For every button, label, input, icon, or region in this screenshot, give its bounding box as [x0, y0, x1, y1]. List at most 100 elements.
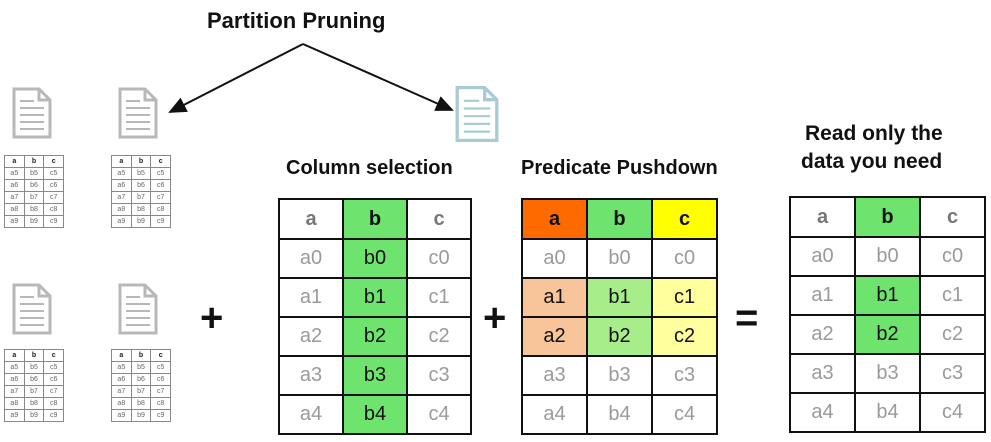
table-cell: c8: [43, 397, 64, 410]
table-cell: a3: [789, 353, 856, 394]
table-cell: b9: [23, 409, 45, 422]
table-cell: b8: [130, 203, 152, 216]
table-cell: c5: [43, 361, 64, 374]
table-cell: b0: [342, 238, 408, 279]
table-cell: a6: [4, 373, 25, 386]
table-cell: a6: [4, 179, 25, 192]
table-cell: a: [4, 349, 25, 362]
table-cell: a8: [4, 397, 25, 410]
table-cell: b1: [854, 275, 921, 316]
table-cell: c7: [43, 385, 64, 398]
table-cell: a7: [4, 191, 25, 204]
table-cell: b3: [586, 355, 653, 396]
table-cell: a5: [111, 167, 132, 180]
equals-operator: =: [735, 296, 759, 340]
table-cell: c4: [651, 394, 718, 435]
table-cell: b: [342, 198, 408, 240]
table-cell: c1: [651, 277, 718, 318]
table-cell: c5: [150, 361, 171, 374]
table-cell: c: [43, 349, 64, 362]
table-cell: c5: [43, 167, 64, 180]
table-cell: a9: [4, 409, 25, 422]
table-cell: c3: [651, 355, 718, 396]
table-cell: c5: [150, 167, 171, 180]
table-cell: a9: [111, 215, 132, 228]
table-cell: b4: [586, 394, 653, 435]
table-cell: b6: [23, 373, 45, 386]
table-cell: c0: [406, 238, 472, 279]
table-cell: c2: [406, 316, 472, 357]
table-cell: a0: [789, 236, 856, 277]
table-cell: c6: [150, 179, 171, 192]
table-cell: b6: [130, 179, 152, 192]
read-only-title-line2: data you need: [801, 150, 943, 173]
table-cell: a: [278, 198, 344, 240]
table-cell: b: [586, 198, 653, 240]
table-cell: b2: [586, 316, 653, 357]
table-cell: a1: [521, 277, 588, 318]
table-cell: b5: [23, 167, 45, 180]
table-row: a b c: [789, 196, 986, 238]
table-cell: b6: [23, 179, 45, 192]
table-cell: b2: [854, 314, 921, 355]
table-cell: a8: [111, 397, 132, 410]
table-cell: b: [854, 196, 921, 238]
table-cell: b7: [23, 385, 45, 398]
table-cell: b1: [586, 277, 653, 318]
table-cell: a6: [111, 373, 132, 386]
table-cell: c2: [919, 314, 986, 355]
table-cell: b9: [130, 215, 152, 228]
file-icon: [12, 87, 52, 144]
file-icon: [118, 283, 158, 340]
table-cell: b1: [342, 277, 408, 318]
table-cell: b4: [342, 394, 408, 435]
plus-operator: +: [483, 296, 507, 340]
file-icon: [118, 87, 158, 144]
read-only-title-line1: Read only the: [805, 122, 943, 145]
table-row: a b c: [521, 198, 718, 240]
arrow-to-pruned-file: [168, 43, 304, 113]
selected-file-icon: [455, 85, 499, 148]
table-cell: c0: [651, 238, 718, 279]
table-cell: a0: [521, 238, 588, 279]
table-cell: a8: [4, 203, 25, 216]
table-cell: c: [651, 198, 718, 240]
table-cell: a9: [111, 409, 132, 422]
table-cell: a: [789, 196, 856, 238]
table-cell: a2: [278, 316, 344, 357]
column-selection-title: Column selection: [286, 157, 453, 179]
table-cell: b2: [342, 316, 408, 357]
table-cell: a5: [111, 361, 132, 374]
table-cell: c6: [43, 179, 64, 192]
table-cell: b: [130, 349, 152, 362]
table-cell: b3: [854, 353, 921, 394]
table-cell: c3: [406, 355, 472, 396]
table-cell: a2: [521, 316, 588, 357]
table-cell: a1: [789, 275, 856, 316]
table-cell: c8: [43, 203, 64, 216]
table-cell: c7: [150, 191, 171, 204]
table-cell: c6: [150, 373, 171, 386]
table-cell: a5: [4, 167, 25, 180]
